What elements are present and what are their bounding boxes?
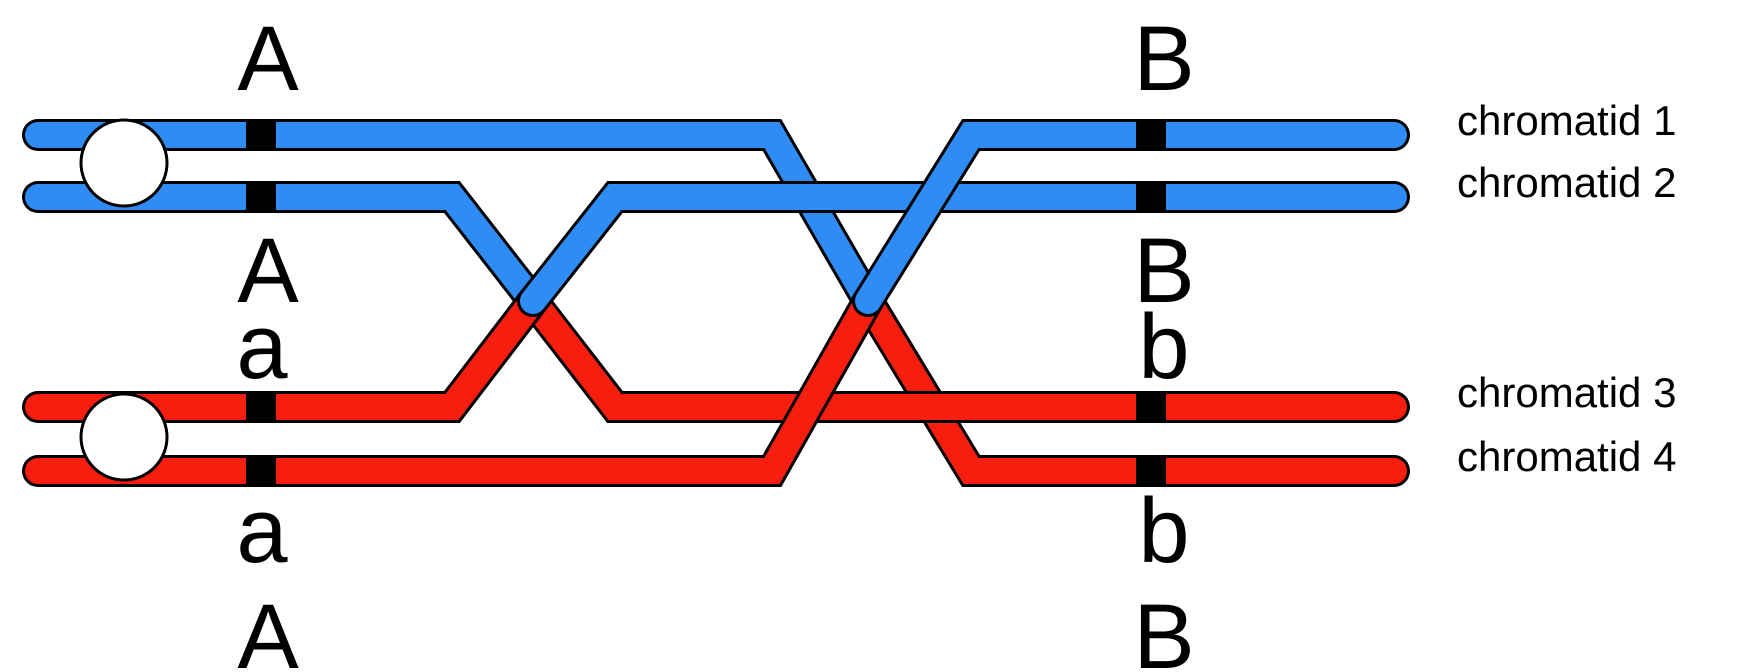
gene-A-top-label: A bbox=[237, 8, 299, 110]
chromatid-2-label: chromatid 2 bbox=[1457, 159, 1676, 206]
locus-mark bbox=[1136, 456, 1166, 486]
locus-mark bbox=[246, 182, 276, 212]
gene-B-top-label: B bbox=[1133, 8, 1194, 110]
chromatid-1-label: chromatid 1 bbox=[1457, 97, 1676, 144]
gene-A-chromatid2-label: A bbox=[237, 220, 299, 322]
chromatid-3 bbox=[22, 181, 1410, 423]
gene-b-bottom-label: b bbox=[1138, 480, 1189, 582]
chromatid-1 bbox=[22, 119, 1410, 487]
gene-B-result-label: B bbox=[1133, 586, 1194, 672]
locus-mark bbox=[246, 456, 276, 486]
locus-B-marks bbox=[1136, 120, 1166, 486]
chromatid-4 bbox=[22, 119, 1410, 487]
gene-b-chromatid3-label: b bbox=[1138, 296, 1189, 398]
locus-A-marks bbox=[246, 120, 276, 486]
gene-B-chromatid2-label: B bbox=[1133, 220, 1194, 322]
gene-a-bottom-label: a bbox=[236, 480, 288, 582]
chromatid-4-label: chromatid 4 bbox=[1457, 433, 1676, 480]
locus-mark bbox=[246, 392, 276, 422]
centromere-bottom bbox=[79, 392, 169, 482]
chromatid-2 bbox=[22, 181, 1410, 423]
locus-mark bbox=[1136, 182, 1166, 212]
gene-A-result-label: A bbox=[237, 586, 299, 672]
gene-a-chromatid3-label: a bbox=[236, 296, 288, 398]
locus-mark bbox=[246, 120, 276, 150]
locus-mark bbox=[1136, 120, 1166, 150]
centromere-top bbox=[79, 118, 169, 208]
locus-mark bbox=[1136, 392, 1166, 422]
chromatid-3-label: chromatid 3 bbox=[1457, 369, 1676, 416]
